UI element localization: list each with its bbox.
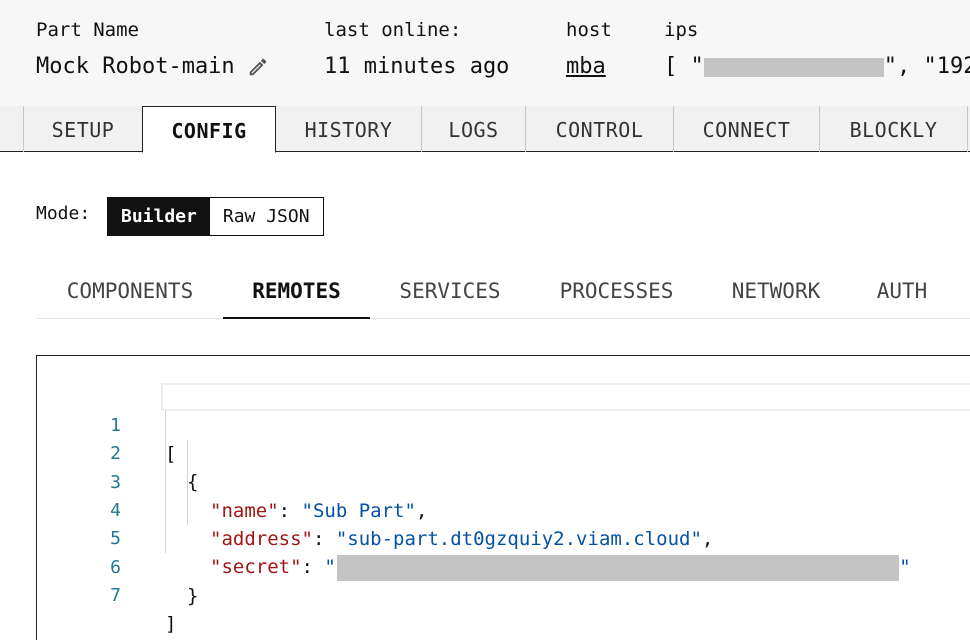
line-number: 5	[110, 528, 121, 549]
mode-label: Mode:	[36, 203, 91, 224]
tab-connect[interactable]: CONNECT	[674, 106, 820, 152]
part-name-value: Mock Robot-main	[36, 54, 235, 79]
ips-value: [ " ", "192	[664, 53, 970, 81]
json-colon: :	[278, 500, 302, 522]
mode-toggle: Builder Raw JSON	[107, 197, 324, 236]
code-text: }	[187, 585, 199, 607]
tab-control[interactable]: CONTROL	[526, 106, 674, 152]
code-line-6: 6 }	[37, 526, 198, 607]
code-line-2: 2 {	[37, 412, 198, 493]
code-text: ]	[165, 613, 177, 635]
main-tab-bar: SETUP CONFIG HISTORY LOGS CONTROL CONNEC…	[0, 106, 970, 153]
ips-suffix: ", "192	[883, 54, 970, 79]
json-comma: ,	[701, 528, 714, 550]
current-line-highlight	[161, 383, 970, 411]
subtab-processes[interactable]: PROCESSES	[559, 279, 674, 303]
line-number: 3	[110, 472, 121, 493]
part-name-label: Part Name	[36, 19, 139, 41]
json-key: "address"	[210, 528, 313, 550]
json-code-editor[interactable]: 1 [ 2 { 3 "name": "Sub Part", 4 "address…	[36, 355, 970, 640]
line-number: 1	[110, 415, 121, 436]
indent-guide	[165, 411, 166, 553]
json-string: "sub-part.dt0gzquiy2.viam.cloud"	[335, 528, 702, 550]
code-line-5: 5 "secret": "8"	[37, 497, 911, 581]
line-number: 4	[110, 500, 121, 521]
json-colon: :	[301, 556, 325, 578]
code-text: {	[187, 471, 199, 493]
host-column: host mba	[566, 18, 612, 81]
line-number: 7	[110, 585, 121, 606]
subtab-services[interactable]: SERVICES	[399, 279, 501, 303]
indent-guide	[187, 440, 188, 525]
ips-column: ips [ " ", "192	[664, 18, 970, 81]
mode-builder-button[interactable]: Builder	[108, 198, 210, 235]
line-number: 2	[110, 443, 121, 464]
subtab-auth[interactable]: AUTH	[876, 279, 928, 303]
secret-redaction	[337, 554, 900, 581]
host-label: host	[566, 19, 612, 41]
code-text: "address": "sub-part.dt0gzquiy2.viam.clo…	[210, 525, 713, 553]
json-key: "secret"	[210, 556, 302, 578]
tab-logs[interactable]: LOGS	[422, 106, 526, 152]
json-string: "Sub Part"	[301, 500, 416, 522]
part-name-column: Part Name Mock Robot-main	[36, 18, 269, 81]
host-link[interactable]: mba	[566, 54, 606, 79]
subtab-remotes[interactable]: REMOTES	[223, 264, 370, 319]
code-line-1: 1 [	[37, 384, 176, 465]
tab-setup[interactable]: SETUP	[24, 106, 143, 152]
ip-redaction	[703, 57, 884, 77]
tab-config[interactable]: CONFIG	[142, 106, 276, 153]
tab-blockly[interactable]: BLOCKLY	[820, 106, 968, 152]
json-colon: :	[312, 528, 336, 550]
code-line-3: 3 "name": "Sub Part",	[37, 441, 427, 522]
line-number: 6	[110, 557, 121, 578]
tab-bar-spacer	[0, 106, 24, 152]
subtab-components[interactable]: COMPONENTS	[66, 279, 194, 303]
edit-pencil-icon[interactable]	[247, 56, 269, 78]
last-online-column: last online: 11 minutes ago	[324, 18, 509, 81]
subtab-network[interactable]: NETWORK	[731, 279, 821, 303]
code-text: [	[165, 443, 177, 465]
part-header: Part Name Mock Robot-main last online: 1…	[0, 0, 970, 106]
config-subtabs: COMPONENTS REMOTES SERVICES PROCESSES NE…	[36, 264, 970, 319]
tab-history[interactable]: HISTORY	[276, 106, 422, 152]
ips-label: ips	[664, 19, 699, 41]
code-line-7: 7 ]	[37, 554, 176, 635]
part-name-value-row: Mock Robot-main	[36, 53, 269, 81]
code-line-4: 4 "address": "sub-part.dt0gzquiy2.viam.c…	[37, 469, 713, 550]
ips-prefix: [ "	[664, 54, 704, 79]
last-online-label: last online:	[324, 19, 462, 41]
json-comma: ,	[415, 500, 428, 522]
json-key: "name"	[210, 500, 279, 522]
mode-raw-json-button[interactable]: Raw JSON	[209, 198, 323, 235]
json-string: "	[899, 556, 911, 578]
code-text: "secret": "8"	[210, 553, 911, 581]
code-text: "name": "Sub Part",	[210, 497, 427, 525]
last-online-value: 11 minutes ago	[324, 54, 510, 79]
